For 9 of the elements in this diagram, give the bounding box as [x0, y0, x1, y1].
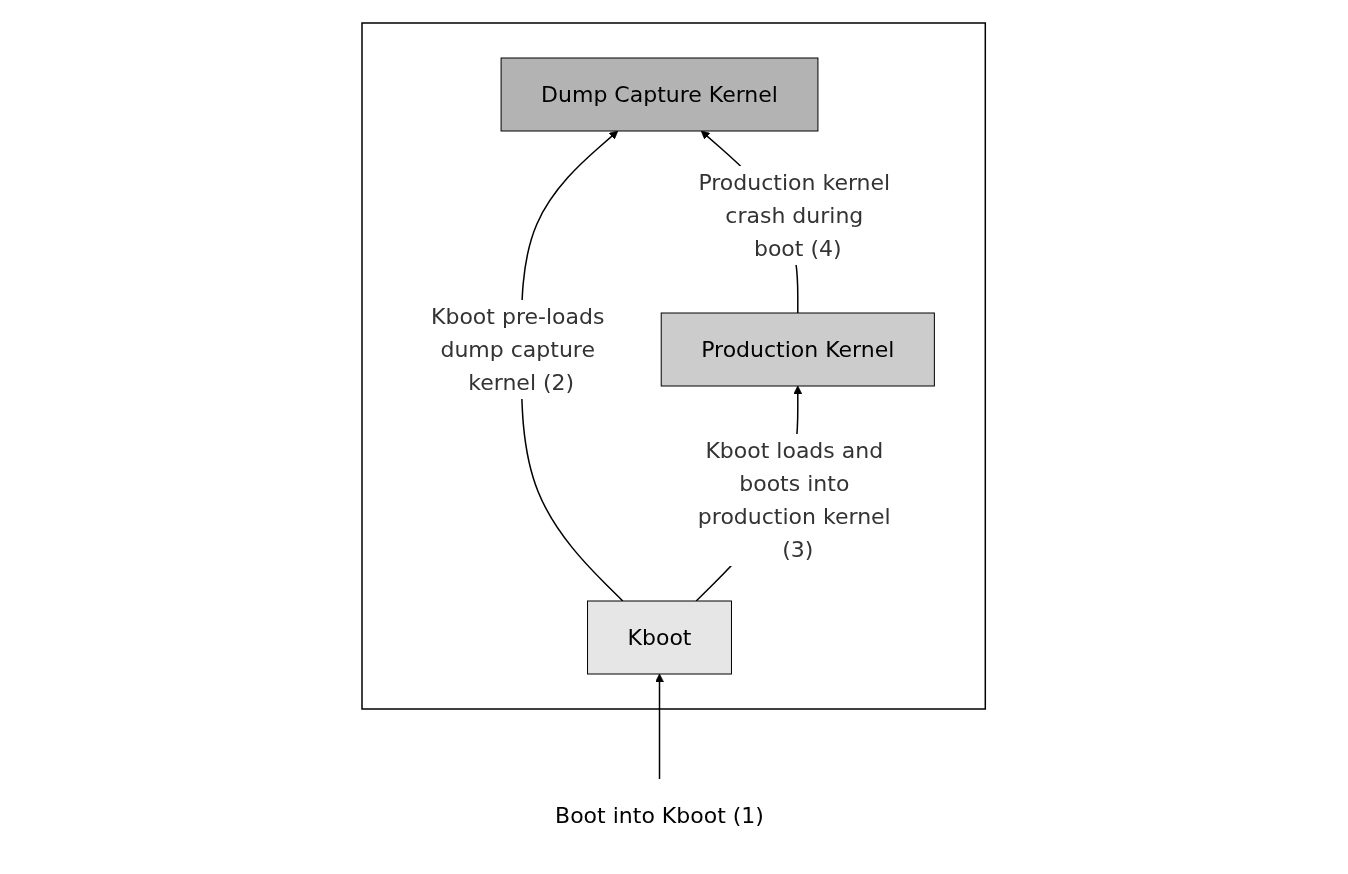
edge-label: Production kernel crash during boot (4) — [698, 169, 891, 261]
node-box: Kboot — [587, 600, 733, 674]
cluster — [361, 21, 987, 710]
node-box: Production Kernel — [661, 312, 936, 386]
edge-label: Kboot pre-loads dump capture kernel (2) — [431, 303, 605, 395]
arrow — [655, 673, 665, 780]
edge-label: Kboot loads and boots into production kernel (3) — [698, 437, 892, 562]
node-text: Boot into Kboot (1) — [555, 802, 765, 828]
node-box: Dump Capture Kernel — [500, 57, 819, 131]
